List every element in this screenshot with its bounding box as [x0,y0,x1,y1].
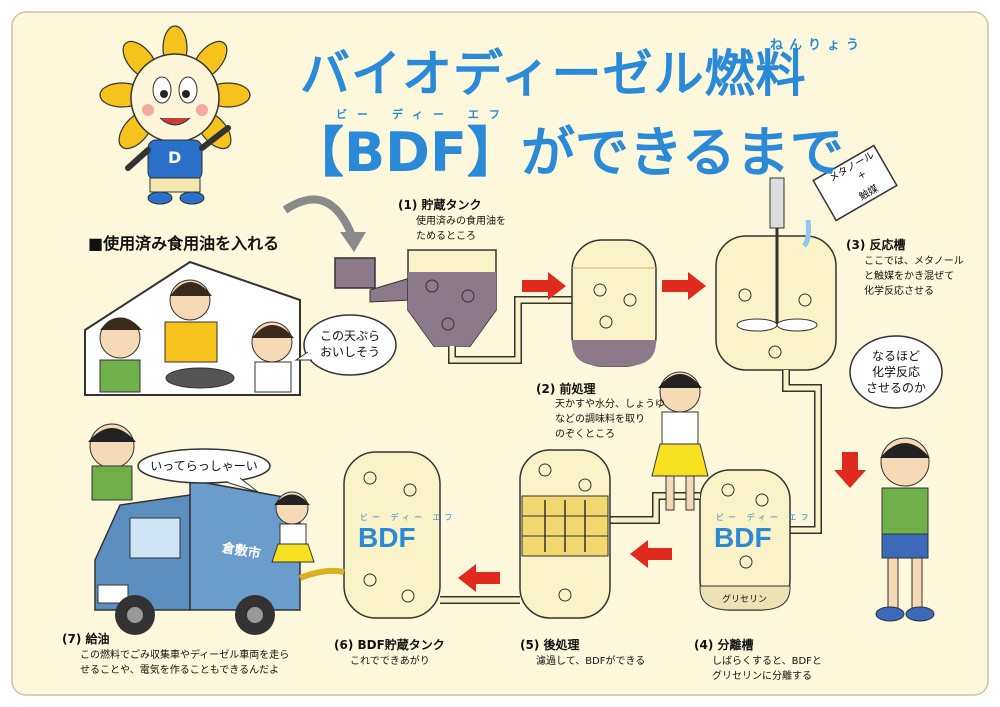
kitchen-scene [84,260,301,396]
step-2-desc-3: のぞくところ [555,429,615,440]
post-treatment-tank [519,449,611,619]
methanol-bottle [802,144,898,248]
step-6-desc-1: これでできあがり [350,656,430,667]
mascot-shirt-letter: D [168,148,182,167]
separator-ruby: ビー ディー エフ [716,513,813,522]
storage-tank [334,249,497,347]
girl-character [651,371,709,511]
step-5-desc-1: 濾過して、BDFができる [536,656,646,667]
speech-bubble-itterassyai [137,448,271,484]
step-1-label: (1) 貯蔵タンク [398,198,482,212]
page-title: バイオディーゼル燃料 [300,45,807,103]
step-4-desc-1: しばらくすると、BDFと [712,656,822,667]
step-3-desc-3: 化学反応させる [864,286,934,297]
title-ruby: ねんりょう [770,38,866,53]
step-4-label: (4) 分離槽 [694,638,754,652]
step-7-desc-1: この燃料でごみ収集車やディーゼル車両を走ら [80,650,290,661]
boy-on-truck [88,423,136,501]
flow-arrow [630,540,672,568]
speech-bubble-tempura [303,314,397,376]
intro-label: ■使用済み食用油を入れる [88,234,280,253]
garbage-truck [94,479,345,635]
page-subtitle: 【BDF】ができるまで [290,121,844,184]
boy-character [875,437,935,622]
curved-arrow [282,195,356,238]
naruhodo-line-2: 化学反応 [871,365,920,379]
flow-arrow [662,272,706,300]
step-3-desc-1: ここでは、メタノール [864,256,964,267]
bdf-tank-label: BDF [358,522,416,553]
flow-arrow [458,564,500,592]
step-6-label: (6) BDF貯蔵タンク [334,638,445,652]
step-7-desc-2: せることや、電気を作ることもできるんだよ [80,665,280,676]
step-7-label: (7) 給油 [62,632,110,646]
step-3-label: (3) 反応槽 [846,238,906,252]
step-2-desc-2: などの調味料を取り [555,414,645,425]
step-2-desc-1: 天かすや水分、しょうゆ [555,399,665,410]
step-1-desc-1: 使用済みの食用油を [416,216,506,227]
tempura-bubble-line-2: おいしそう [319,345,380,359]
bdf-storage-tank [343,451,441,619]
sunflower-mascot [99,25,251,205]
speech-bubble-naruhodo [849,335,943,409]
itterassyai-text: いってらっしゃーい [150,459,258,473]
pretreatment-tank [571,239,657,367]
separator-tank [699,469,791,611]
subtitle-ruby: ビー ディー エフ [336,108,510,121]
tempura-bubble-line-1: この天ぷら [319,329,380,343]
reactor-tank [715,177,837,371]
bdf-tank-ruby: ビー ディー エフ [360,513,457,522]
separator-bdf-label: BDF [714,522,772,553]
step-5-label: (5) 後処理 [520,638,580,652]
flow-arrow [834,452,866,488]
flow-arrow [522,272,566,300]
step-1-desc-2: ためるところ [416,231,476,242]
step-4-desc-2: グリセリンに分離する [712,671,812,682]
girl-at-truck [271,491,315,563]
naruhodo-line-1: なるほど [871,349,920,363]
glycerin-label: グリセリン [722,595,768,605]
step-3-desc-2: と触媒をかき混ぜて [864,271,955,282]
step-2-label: (2) 前処理 [536,382,596,396]
naruhodo-line-3: させるのか [865,381,926,395]
